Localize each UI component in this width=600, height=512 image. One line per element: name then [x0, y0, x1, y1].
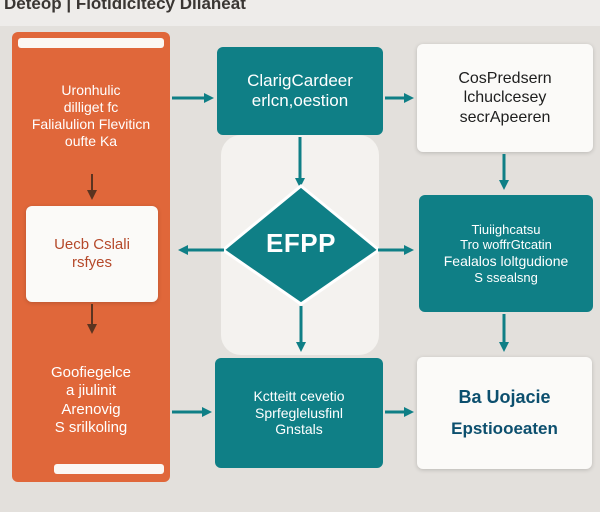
bottom-right-node: Ba Uojacie Epstiooeaten [417, 357, 592, 469]
page-caption: Deteop | Flotidicitecy Dilaheat [4, 0, 246, 13]
mid-right-line-2: Tro woffrGtcatin [460, 237, 552, 253]
bottom-right-line-1: Ba Uojacie [458, 387, 551, 407]
left-bottom-text: Goofiegelce a jiulinit Arenovig S srilko… [12, 364, 170, 437]
left-bottom-line-1: Goofiegelce [50, 364, 132, 381]
mid-right-line-1: Tiuiighcatsu [471, 221, 541, 237]
top-right-line-2: lchuclcesey [463, 89, 547, 107]
decision-diamond [220, 184, 382, 306]
left-bottom-line-4: S srilkoling [54, 418, 128, 436]
left-top-line-4: oufte Ka [64, 133, 118, 150]
bottom-right-line-2: Epstiooeaten [451, 418, 558, 438]
diamond-label: EFPP [266, 228, 336, 258]
top-right-line-3: secrApeeren [459, 108, 551, 126]
left-card: Uecb Cslali rsfyes [26, 206, 158, 302]
left-top-text: Uronhulic dilliget fc Falialulion Flevit… [12, 82, 170, 150]
top-center-node: ClarigCardeer erlcn,oestion [217, 47, 383, 135]
top-right-node: CosPredsern lchuclcesey secrApeeren [417, 44, 593, 152]
left-top-line-1: Uronhulic [61, 82, 121, 98]
top-strip: Deteop | Flotidicitecy Dilaheat [0, 0, 600, 26]
top-center-line-1: ClarigCardeer [247, 70, 353, 90]
left-top-line-2: dilliget fc [63, 99, 119, 116]
left-top-line-3: Falialulion Fleviticn [31, 116, 151, 133]
bottom-center-line-1: Kctteitt cevetio [253, 387, 345, 404]
mid-right-line-3: Fealalos loltgudione [443, 252, 569, 269]
bottom-center-line-3: Gnstals [275, 421, 323, 438]
left-card-line-1: Uecb Cslali [54, 236, 130, 253]
mid-right-line-4: S ssealsng [474, 269, 538, 285]
top-white-bar [18, 38, 164, 48]
bottom-center-node: Kctteitt cevetio Sprfeglelusfinl Gnstals [215, 358, 383, 468]
top-center-line-2: erlcn,oestion [251, 91, 349, 110]
left-bottom-line-3: Arenovig [61, 400, 121, 418]
top-right-line-1: CosPredsern [458, 70, 552, 88]
left-bottom-line-2: a jiulinit [65, 382, 117, 400]
mid-right-node: Tiuiighcatsu Tro woffrGtcatin Fealalos l… [419, 195, 593, 312]
bottom-white-bar [54, 464, 164, 474]
bottom-center-line-2: Sprfeglelusfinl [255, 404, 343, 421]
left-card-line-2: rsfyes [71, 254, 112, 271]
